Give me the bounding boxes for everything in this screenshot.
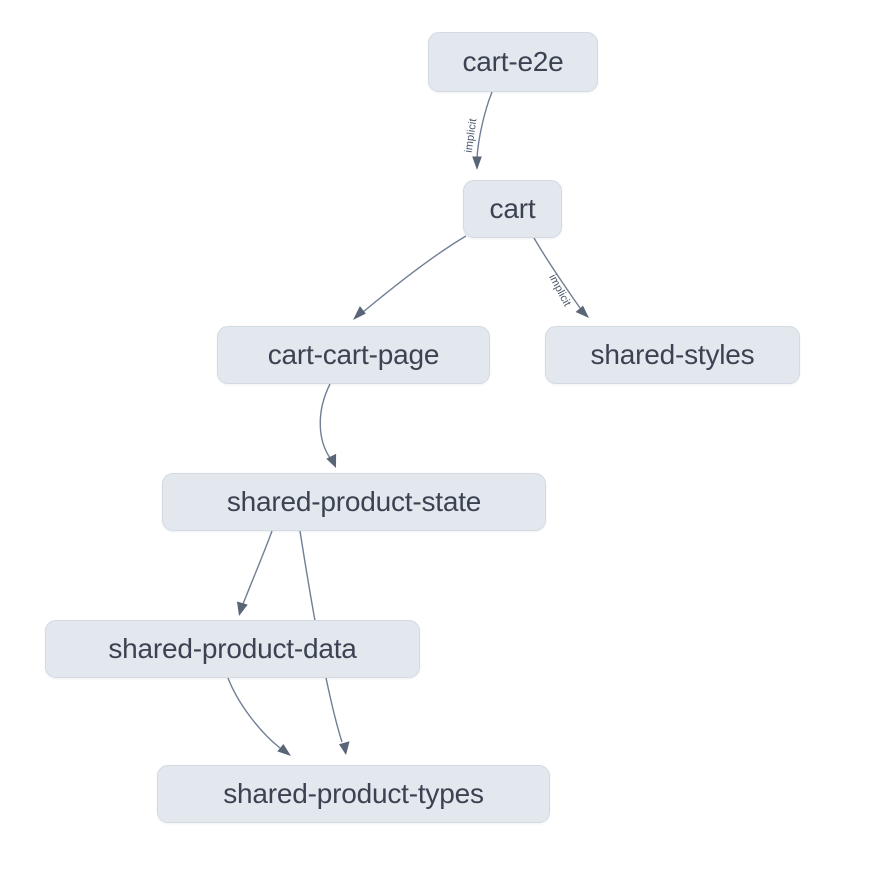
node-label: cart [489, 193, 536, 224]
edge-label-implicit-2: implicit [546, 273, 573, 309]
node-label: shared-product-types [223, 778, 484, 809]
node-label: cart-e2e [462, 46, 564, 77]
node-label: shared-styles [590, 339, 755, 370]
arrowhead [277, 744, 291, 756]
arrowhead [326, 453, 337, 468]
arrowhead [472, 156, 482, 170]
edge-shared-product-state-to-shared-product-data [237, 530, 273, 616]
node-cart-cart-page[interactable]: cart-cart-page [217, 326, 490, 384]
edge-cart-to-cart-cart-page [353, 235, 467, 320]
node-shared-product-types[interactable]: shared-product-types [157, 765, 550, 823]
arrowhead [237, 601, 248, 616]
edge-label-implicit-1: implicit [463, 118, 480, 154]
node-label: cart-cart-page [267, 339, 440, 370]
edge-cart-cart-page-to-shared-product-state [319, 383, 337, 468]
arrowhead [353, 306, 366, 320]
node-shared-product-data[interactable]: shared-product-data [45, 620, 420, 678]
node-shared-styles[interactable]: shared-styles [545, 326, 800, 384]
node-cart-e2e[interactable]: cart-e2e [428, 32, 598, 92]
node-label: shared-product-data [108, 633, 357, 664]
node-cart[interactable]: cart [463, 180, 562, 238]
edge-cart-e2e-to-cart [472, 91, 493, 170]
edge-shared-product-data-to-shared-product-types [227, 677, 291, 756]
arrowhead [339, 741, 350, 755]
node-label: shared-product-state [226, 486, 482, 517]
arrowhead [575, 305, 589, 318]
node-shared-product-state[interactable]: shared-product-state [162, 473, 546, 531]
edge-cart-to-shared-styles [533, 237, 589, 318]
